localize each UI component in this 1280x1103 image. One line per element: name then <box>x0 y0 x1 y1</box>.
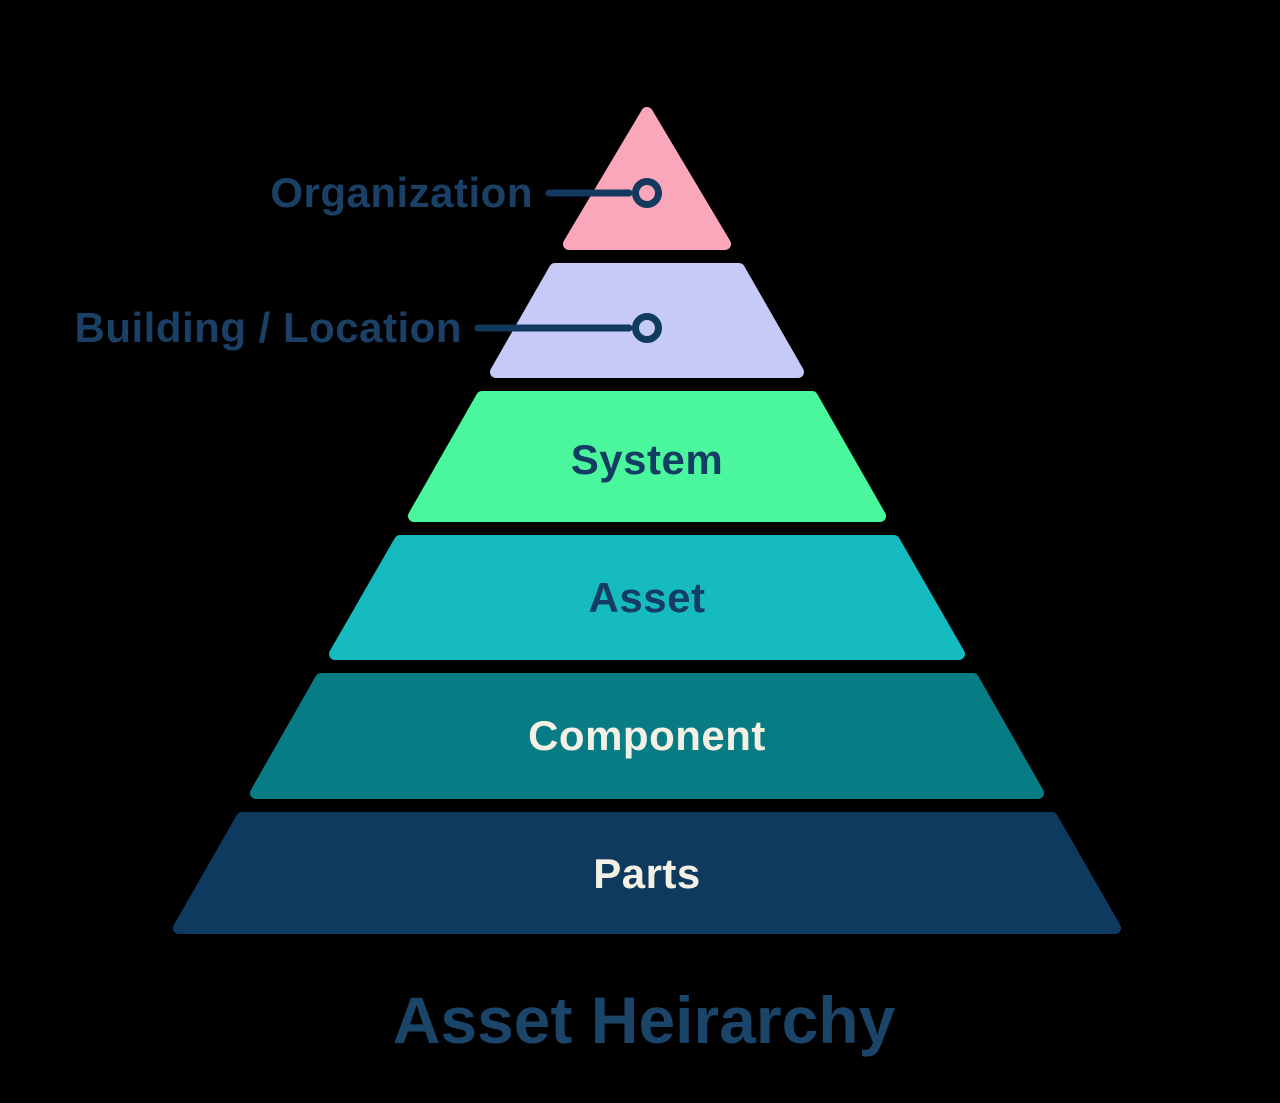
organization-label: Organization <box>270 169 533 216</box>
organization-leader-ring-icon <box>632 178 662 208</box>
building-location-label: Building / Location <box>75 304 462 351</box>
pyramid-level-component <box>250 673 1044 799</box>
parts-label: Parts <box>593 850 701 897</box>
building-location-leader-ring-icon <box>632 313 662 343</box>
pyramid-level-asset <box>329 535 965 660</box>
pyramid-level-system <box>408 391 886 522</box>
asset-label: Asset <box>589 574 706 621</box>
pyramid-level-parts <box>173 812 1121 934</box>
component-label: Component <box>528 712 766 759</box>
system-label: System <box>571 436 723 483</box>
diagram-title: Asset Heirarchy <box>393 983 896 1057</box>
pyramid-level-building-location <box>490 263 804 378</box>
